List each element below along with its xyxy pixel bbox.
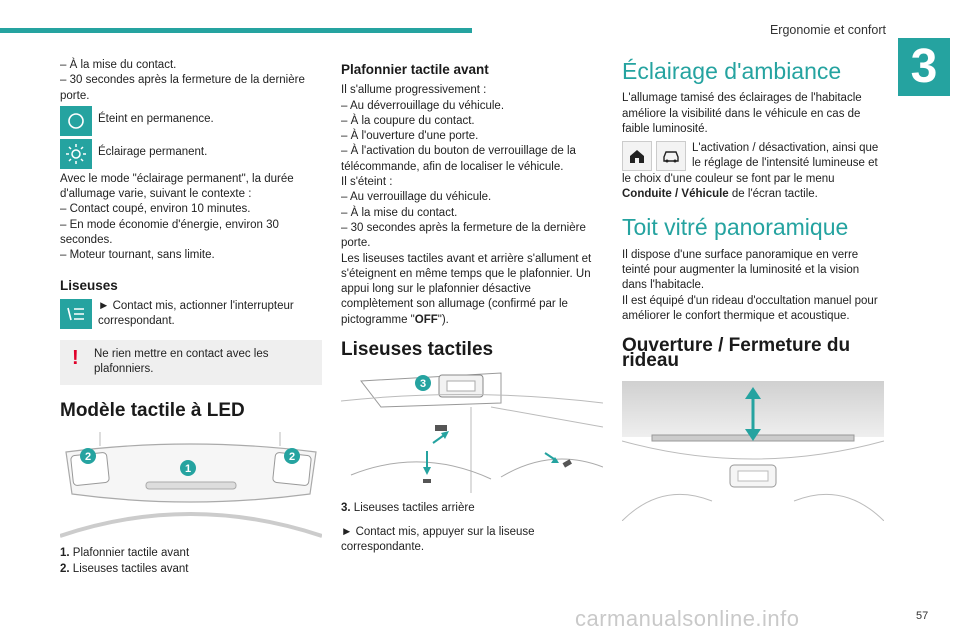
column-2: Plafonnier tactile avant Il s'allume pro… [341, 58, 604, 555]
fig-callout-3: 3 [415, 375, 431, 392]
warning-text: Ne rien mettre en contact avec les plafo… [94, 347, 269, 375]
plafonnier-heading: Plafonnier tactile avant [341, 62, 489, 77]
car-icon [656, 141, 686, 172]
off-line: – Au verrouillage du véhicule. [341, 191, 492, 204]
icon-on-text: Éclairage permanent. [98, 145, 208, 158]
text-line: – À la mise du contact. [60, 59, 177, 71]
activation-text: L'activation / désactivation, ainsi que … [622, 142, 879, 201]
on-line: – À l'ouverture d'une porte. [341, 130, 479, 143]
on-line: – Au déverrouillage du véhicule. [341, 99, 505, 112]
liseuses-tactiles-heading: Liseuses tactiles [341, 339, 494, 361]
led-ceiling-figure: 2 1 2 [60, 432, 322, 540]
mode-item: – En mode économie d'énergie, environ 30… [60, 218, 279, 247]
header-accent-bar [0, 28, 472, 33]
warning-icon: ! [72, 346, 79, 369]
warning-box: ! Ne rien mettre en contact avec les pla… [60, 339, 322, 386]
liseuses-heading: Liseuses [60, 277, 118, 293]
legend-item: 1. Plafonnier tactile avant [60, 547, 190, 560]
mode-item: – Contact coupé, environ 10 minutes. [60, 203, 251, 216]
ambiance-heading: Éclairage d'ambiance [622, 58, 842, 84]
light-off-icon [60, 105, 92, 136]
home-icon [622, 141, 652, 172]
on-line: – À la coupure du contact. [341, 114, 475, 127]
section-title: Ergonomie et confort [769, 23, 886, 37]
text-line: – 30 secondes après la fermeture de la d… [60, 74, 305, 102]
off-line: – À la mise du contact. [341, 206, 458, 219]
off-line: Il s'éteint : [341, 176, 393, 189]
icon-row-on: Éclairage permanent. [60, 138, 322, 169]
page-number: 57 [916, 610, 929, 622]
chapter-badge: 3 [898, 38, 950, 96]
toit-text-1: Il dispose d'une surface panoramique en … [622, 248, 860, 292]
led-heading: Modèle tactile à LED [60, 400, 245, 422]
fig-callout-text: 3 [420, 378, 426, 390]
fig-callout-text: 2 [289, 451, 295, 463]
reading-light-icon [60, 298, 92, 329]
mode-text: Avec le mode "éclairage permanent", la d… [60, 172, 294, 201]
fig-callout-2-left: 2 [80, 448, 96, 465]
off-line: – 30 secondes après la fermeture de la d… [341, 221, 586, 250]
liseuses-row: ► Contact mis, actionner l'interrupteur … [60, 298, 322, 330]
rear-reading-light-figure: 3 [341, 367, 603, 494]
watermark: carmanualsonline.info [575, 606, 800, 631]
sunroof-blind-figure [622, 380, 884, 521]
rideau-heading: Ouverture / Fermeture du rideau [622, 335, 851, 372]
note-text: Les liseuses tactiles avant et arrière s… [341, 252, 592, 326]
rear-legend: 3. Liseuses tactiles arrière [341, 502, 475, 515]
icon-row-off: Éteint en permanence. [60, 105, 322, 136]
mode-item: – Moteur tournant, sans limite. [60, 249, 215, 262]
on-line: Il s'allume progressivement : [341, 84, 487, 97]
fig-callout-text: 2 [85, 451, 91, 463]
column-1: – À la mise du contact. – 30 secondes ap… [60, 58, 322, 577]
fig-callout-text: 1 [185, 463, 191, 475]
ambiance-icons [622, 141, 686, 172]
fig-callout-1: 1 [180, 460, 196, 477]
ambiance-text: L'allumage tamisé des éclairages de l'ha… [622, 92, 862, 135]
icon-off-text: Éteint en permanence. [98, 112, 214, 125]
fig-callout-2-right: 2 [284, 448, 300, 465]
legend-item: 2. Liseuses tactiles avant [60, 562, 189, 575]
column-3: Éclairage d'ambiance L'allumage tamisé d… [622, 58, 884, 527]
led-legend: 1. Plafonnier tactile avant 2. Liseuses … [60, 546, 322, 577]
on-line: – À l'activation du bouton de verrouilla… [341, 145, 576, 173]
light-on-icon [60, 138, 92, 169]
toit-text-2: Il est équipé d'un rideau d'occultation … [622, 294, 878, 322]
action-text: ► Contact mis, appuyer sur la liseuse co… [341, 525, 535, 553]
toit-heading: Toit vitré panoramique [622, 214, 849, 241]
liseuses-text: ► Contact mis, actionner l'interrupteur … [98, 299, 294, 328]
